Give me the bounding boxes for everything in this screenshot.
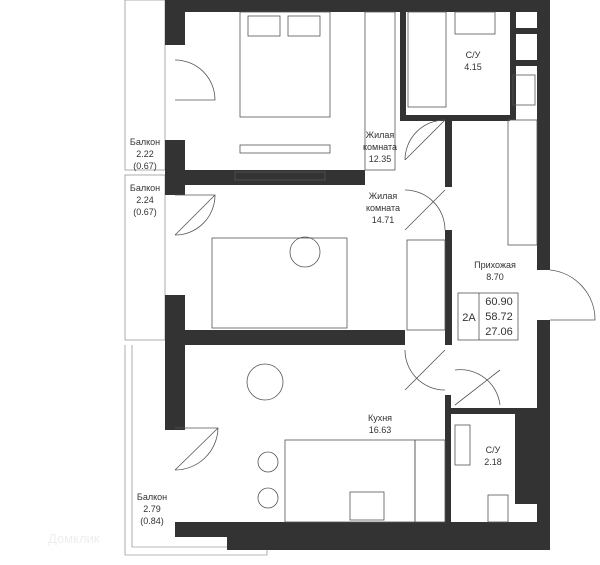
coffee-table: [289, 236, 321, 268]
svg-text:(0.84): (0.84): [140, 516, 164, 526]
label-hall: Прихожая 8.70: [474, 260, 516, 282]
label-kitchen: Кухня 16.63: [368, 413, 392, 435]
stove: [349, 491, 385, 521]
svg-text:2А: 2А: [462, 312, 476, 324]
svg-text:Жилая: Жилая: [369, 191, 398, 201]
label-balcony-3: Балкон 2.79 (0.84): [137, 492, 167, 526]
svg-text:8.70: 8.70: [486, 272, 504, 282]
svg-text:14.71: 14.71: [372, 215, 395, 225]
dining-table: [246, 363, 284, 401]
sofa: [211, 237, 348, 329]
svg-text:16.63: 16.63: [369, 425, 392, 435]
wardrobe: [364, 11, 396, 171]
furniture: [211, 11, 538, 523]
area-summary-box: 2А 60.90 58.72 27.06: [457, 292, 519, 341]
svg-text:Кухня: Кухня: [368, 413, 392, 423]
desk: [406, 239, 446, 331]
balconies: [124, 0, 268, 556]
svg-text:С/У: С/У: [486, 445, 501, 455]
svg-text:комната: комната: [363, 142, 397, 152]
bed: [239, 11, 331, 118]
hall-wardrobe: [507, 119, 538, 246]
svg-text:2.22: 2.22: [136, 149, 154, 159]
svg-text:С/У: С/У: [466, 50, 481, 60]
svg-text:Жилая: Жилая: [366, 130, 395, 140]
walls: [165, 0, 550, 550]
svg-text:58.72: 58.72: [485, 311, 513, 323]
toilet-2: [487, 494, 509, 523]
svg-text:4.15: 4.15: [464, 62, 482, 72]
svg-text:2.18: 2.18: [484, 457, 502, 467]
svg-text:(0.67): (0.67): [133, 161, 157, 171]
doors: [174, 59, 596, 471]
svg-text:2.24: 2.24: [136, 195, 154, 205]
svg-text:27.06: 27.06: [485, 326, 513, 338]
svg-text:60.90: 60.90: [485, 296, 513, 308]
sink-2: [454, 424, 471, 466]
svg-text:Балкон: Балкон: [137, 492, 167, 502]
label-bathroom-2: С/У 2.18: [484, 445, 502, 467]
label-living-room: Жилая комната 14.71: [366, 191, 400, 225]
svg-text:(0.67): (0.67): [133, 207, 157, 217]
svg-text:Балкон: Балкон: [130, 183, 160, 193]
label-bedroom: Жилая комната 12.35: [363, 130, 397, 164]
label-bathroom-1: С/У 4.15: [464, 50, 482, 72]
svg-text:Прихожая: Прихожая: [474, 260, 516, 270]
svg-text:Балкон: Балкон: [130, 137, 160, 147]
sink: [454, 11, 496, 35]
svg-text:комната: комната: [366, 203, 400, 213]
svg-text:2.79: 2.79: [143, 504, 161, 514]
toilet: [512, 74, 536, 106]
label-balcony-2: Балкон 2.24 (0.67): [130, 183, 160, 217]
watermark: Домклик: [48, 531, 100, 546]
label-balcony-1: Балкон 2.22 (0.67): [130, 137, 160, 171]
svg-text:12.35: 12.35: [369, 154, 392, 164]
tv: [234, 171, 326, 181]
bathtub: [407, 11, 447, 108]
